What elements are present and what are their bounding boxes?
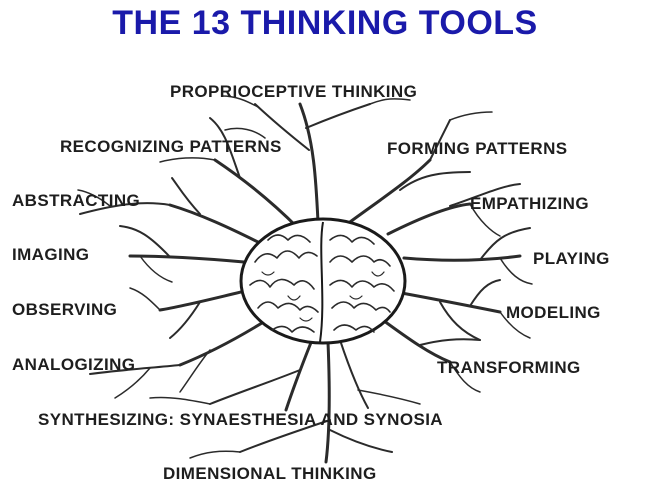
tool-imaging: IMAGING bbox=[12, 245, 90, 264]
tool-recognizing-patterns: RECOGNIZING PATTERNS bbox=[60, 137, 282, 156]
tool-abstracting: ABSTRACTING bbox=[12, 191, 141, 210]
tool-dimensional-thinking: DIMENSIONAL THINKING bbox=[163, 464, 377, 483]
tool-modeling: MODELING bbox=[506, 303, 601, 322]
tool-forming-patterns: FORMING PATTERNS bbox=[387, 139, 568, 158]
tool-transforming: TRANSFORMING bbox=[437, 358, 581, 377]
tool-synthesizing: SYNTHESIZING: SYNAESTHESIA AND SYNOSIA bbox=[38, 410, 443, 429]
diagram-title: THE 13 THINKING TOOLS bbox=[112, 4, 538, 42]
tool-analogizing: ANALOGIZING bbox=[12, 355, 136, 374]
tool-observing: OBSERVING bbox=[12, 300, 118, 319]
tool-empathizing: EMPATHIZING bbox=[470, 194, 589, 213]
tool-proprioceptive-thinking: PROPRIOCEPTIVE THINKING bbox=[170, 82, 418, 101]
brain-illustration bbox=[239, 217, 407, 345]
tool-playing: PLAYING bbox=[533, 249, 610, 268]
branches bbox=[77, 95, 533, 464]
